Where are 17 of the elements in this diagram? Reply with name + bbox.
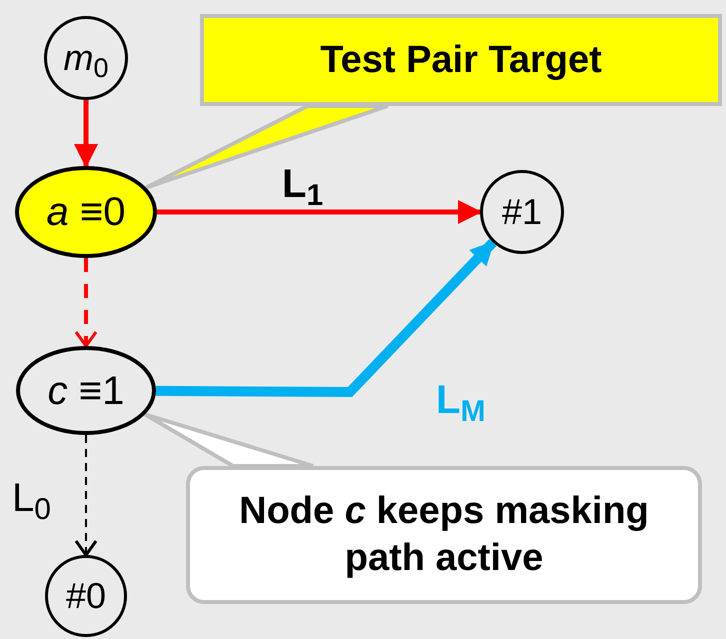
- arrow: [157, 200, 482, 224]
- node-label: #0: [66, 574, 106, 618]
- node-label: a ≡0: [46, 189, 126, 236]
- edge-label: L$_{1}$: [282, 164, 324, 204]
- arrow: [156, 238, 497, 398]
- arrow: [74, 258, 98, 348]
- edge-label: L$_{M}$: [436, 380, 486, 420]
- arrow: [74, 435, 98, 556]
- node-label: m$_{0}$: [63, 36, 109, 85]
- callout-pointer: [144, 104, 390, 190]
- node-label: #1: [502, 190, 542, 234]
- node-label: Test Pair Target: [320, 38, 602, 82]
- edge-label: L$_{0}$: [12, 478, 51, 518]
- callout-pointer: [143, 412, 316, 468]
- arrow: [74, 100, 98, 168]
- node-label: Node c keeps masking path active: [238, 488, 650, 581]
- node-label: c ≡1: [48, 368, 124, 414]
